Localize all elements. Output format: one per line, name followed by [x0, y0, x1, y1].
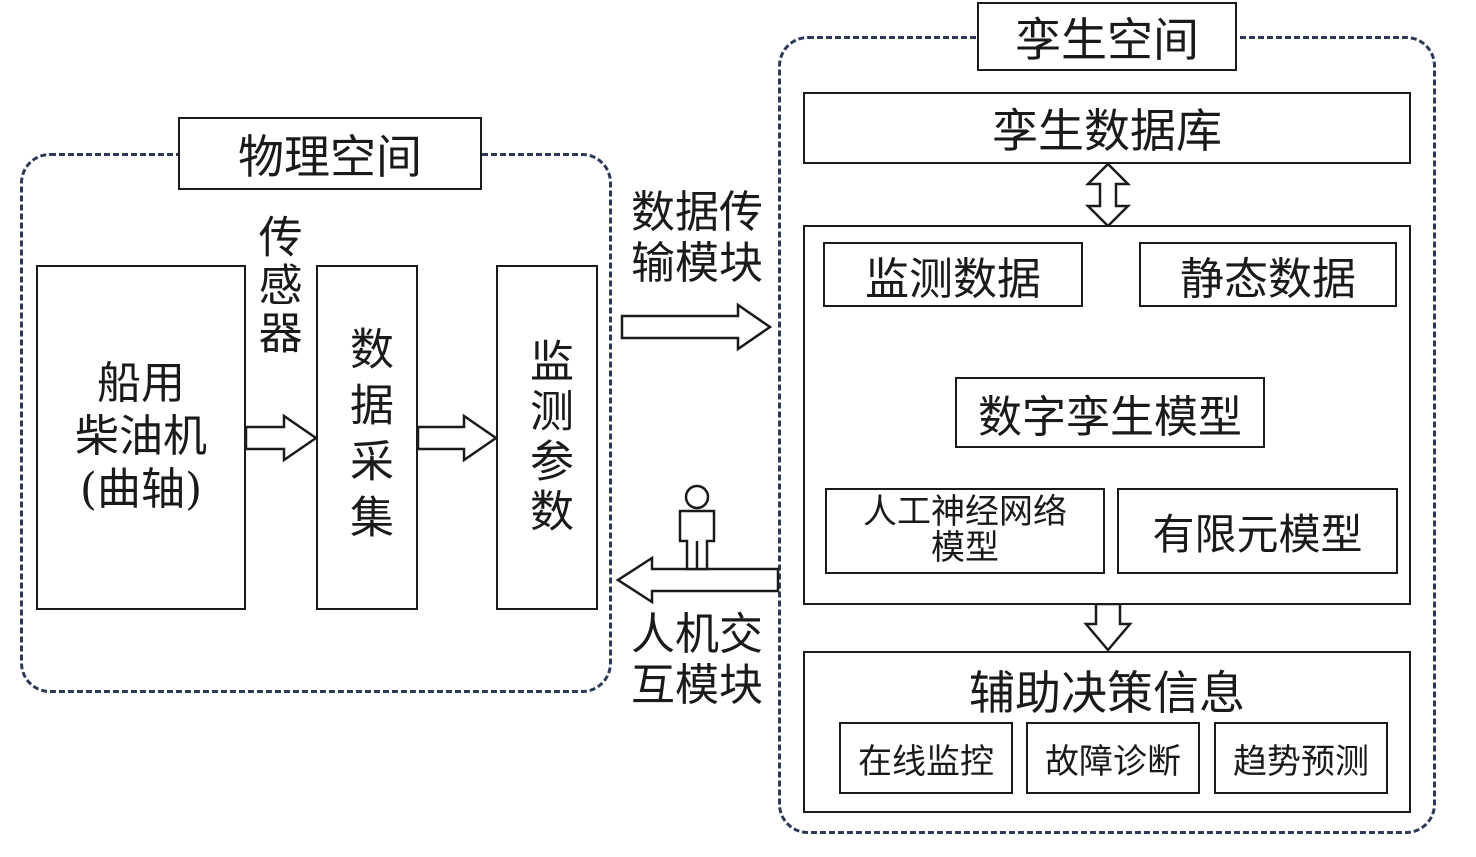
engine-line-1: 船用 — [97, 358, 185, 410]
physical-space-title-text: 物理空间 — [238, 129, 422, 184]
arrow-interaction — [615, 555, 780, 605]
fem-model-box: 有限元模型 — [1117, 488, 1398, 574]
twin-space-title-text: 孪生空间 — [1015, 12, 1199, 67]
static-data-text: 静态数据 — [1180, 253, 1356, 305]
double-arrow-database — [1084, 162, 1132, 228]
monitoring-params-box: 监测参数 — [496, 265, 598, 610]
digital-twin-model-text: 数字孪生模型 — [978, 391, 1242, 443]
data-collection-box: 数据采集 — [316, 265, 418, 610]
twin-space-title: 孪生空间 — [977, 2, 1237, 71]
monitoring-params-text: 监测参数 — [522, 337, 573, 538]
fault-diagnosis-text: 故障诊断 — [1045, 741, 1181, 782]
engine-box: 船用 柴油机 (曲轴) — [36, 265, 246, 610]
monitoring-data-text: 监测数据 — [865, 253, 1041, 305]
ann-model-line-1: 人工神经网络 — [863, 492, 1067, 533]
ann-model-line-2: 模型 — [931, 528, 999, 568]
monitoring-data-box: 监测数据 — [823, 242, 1083, 307]
engine-line-2: 柴油机 — [75, 411, 207, 463]
fem-model-text: 有限元模型 — [1152, 509, 1363, 559]
data-transmission-label: 数据传 输模块 — [614, 187, 780, 289]
static-data-box: 静态数据 — [1139, 242, 1397, 307]
trend-prediction-text: 趋势预测 — [1233, 741, 1369, 782]
physical-space-title: 物理空间 — [178, 117, 482, 190]
data-collection-text: 数据采集 — [342, 325, 393, 550]
human-machine-label: 人机交 互模块 — [614, 609, 780, 711]
online-monitoring-text: 在线监控 — [858, 741, 994, 782]
engine-line-3: (曲轴) — [79, 463, 203, 515]
human-machine-line-1: 人机交 — [631, 609, 763, 660]
decision-info-text: 辅助决策信息 — [969, 666, 1245, 720]
data-transmission-line-2: 输模块 — [631, 237, 763, 289]
person-icon — [678, 484, 716, 571]
twin-database-box: 孪生数据库 — [803, 92, 1411, 164]
digital-twin-model-box: 数字孪生模型 — [955, 377, 1265, 448]
arrow-engine-to-collection — [244, 413, 319, 463]
data-transmission-line-1: 数据传 — [631, 187, 763, 238]
twin-database-text: 孪生数据库 — [992, 104, 1222, 158]
arrow-collection-to-params — [416, 413, 499, 463]
trend-prediction-box: 趋势预测 — [1214, 722, 1388, 794]
arrow-to-decision — [1083, 602, 1133, 652]
arrow-transmission — [620, 302, 773, 352]
ann-model-box: 人工神经网络 模型 — [825, 488, 1105, 574]
online-monitoring-box: 在线监控 — [839, 722, 1013, 794]
human-machine-line-2: 互模块 — [631, 659, 763, 711]
sensor-label: 传感器 — [250, 214, 302, 358]
fault-diagnosis-box: 故障诊断 — [1026, 722, 1200, 794]
